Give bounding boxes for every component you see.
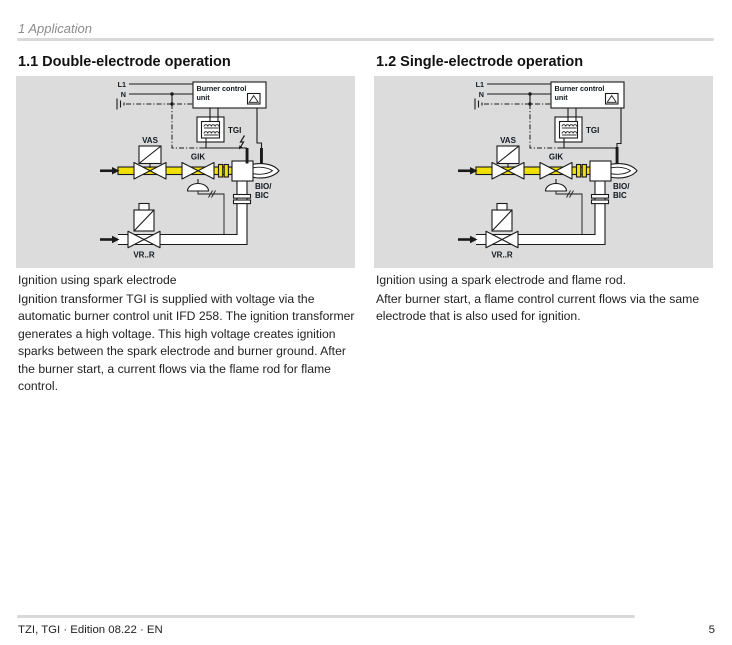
label-gik: GIK	[549, 153, 563, 162]
alarm-indicator-box	[604, 92, 619, 105]
combined-electrode	[615, 147, 619, 164]
burner-control-unit: Burner control unit	[550, 81, 625, 109]
primary-coil	[203, 124, 220, 127]
vas-valve: VAS	[491, 136, 525, 180]
section-header: 1 Application	[18, 21, 92, 36]
air-inlet-arrow	[458, 235, 478, 244]
burner-body	[231, 160, 254, 182]
alarm-triangle-icon	[248, 94, 260, 103]
vas-valve: VAS	[133, 136, 167, 180]
pe-dashdot-drop	[171, 104, 202, 149]
gas-union	[217, 163, 224, 178]
label-burner-control: Burner control	[555, 84, 605, 93]
label-tgi: TGI	[586, 126, 599, 135]
footer-edition-text: TZI, TGI · Edition 08.22 · EN	[18, 624, 163, 636]
alarm-indicator-box	[246, 92, 261, 105]
impulse-line	[197, 191, 225, 234]
earth-symbol-icon	[474, 98, 483, 110]
gik-diaphragm	[544, 183, 568, 192]
mains-wiring: L1 N	[116, 80, 202, 149]
label-bic: BIC	[613, 191, 627, 200]
flame-shape	[609, 162, 638, 179]
pipe-union	[232, 193, 252, 199]
gik-valve: GIK	[539, 153, 583, 234]
paragraph-single-electrode: After burner start, a flame control curr…	[376, 292, 700, 324]
header-divider	[17, 38, 714, 41]
label-l1: L1	[118, 80, 126, 89]
label-bio: BIO/	[613, 182, 630, 191]
alarm-triangle-icon	[606, 94, 618, 103]
label-n: N	[479, 90, 484, 99]
heading-double-electrode: 1.1 Double-electrode operation	[18, 54, 231, 70]
label-bio: BIO/	[255, 182, 272, 191]
impulse-line	[555, 191, 583, 234]
label-vrr: VR..R	[491, 251, 513, 260]
tgi-transformer: TGI	[554, 108, 599, 143]
burner-body	[589, 160, 612, 182]
flame-rod-wire	[256, 108, 263, 148]
heading-single-electrode: 1.2 Single-electrode operation	[376, 54, 584, 70]
pipe-union	[590, 193, 610, 199]
vrr-valve: VR..R	[485, 202, 519, 260]
vrr-valve: VR..R	[127, 202, 161, 260]
flame-signal-wire	[616, 108, 622, 147]
spark-electrode	[245, 148, 249, 164]
label-gik: GIK	[191, 153, 205, 162]
secondary-coil	[203, 131, 220, 134]
mains-wiring: L1 N	[474, 80, 560, 149]
gas-union	[575, 163, 582, 178]
single-electrode-diagram: L1 N Burner control unit TGI	[374, 76, 713, 268]
pe-dashdot-drop	[529, 104, 560, 149]
label-l1: L1	[476, 80, 484, 89]
footer-divider	[17, 615, 635, 618]
earth-symbol-icon	[116, 98, 125, 110]
label-vas: VAS	[142, 136, 159, 145]
air-inlet-arrow	[100, 235, 120, 244]
gas-inlet-arrow	[100, 167, 120, 175]
gik-valve: GIK	[181, 153, 225, 234]
caption-single-electrode: Ignition using a spark electrode and fla…	[376, 273, 626, 287]
label-tgi: TGI	[228, 126, 241, 135]
label-vrr: VR..R	[133, 251, 155, 260]
label-vas: VAS	[500, 136, 517, 145]
flame-shape	[251, 162, 280, 179]
burner-control-unit: Burner control unit	[192, 81, 267, 109]
paragraph-double-electrode: Ignition transformer TGI is supplied wit…	[18, 292, 355, 394]
gas-inlet-arrow	[458, 167, 478, 175]
label-n: N	[121, 90, 126, 99]
ignition-spark-icon	[239, 135, 246, 150]
label-unit: unit	[555, 93, 569, 102]
double-electrode-diagram: L1 N Burner control unit TGI	[16, 76, 355, 268]
label-unit: unit	[197, 93, 211, 102]
label-bic: BIC	[255, 191, 269, 200]
gik-diaphragm	[186, 183, 210, 192]
flame-rod	[260, 148, 263, 164]
tgi-transformer: TGI	[196, 108, 241, 143]
footer-page-number: 5	[708, 624, 715, 636]
label-burner-control: Burner control	[197, 84, 247, 93]
caption-double-electrode: Ignition using spark electrode	[18, 273, 177, 287]
